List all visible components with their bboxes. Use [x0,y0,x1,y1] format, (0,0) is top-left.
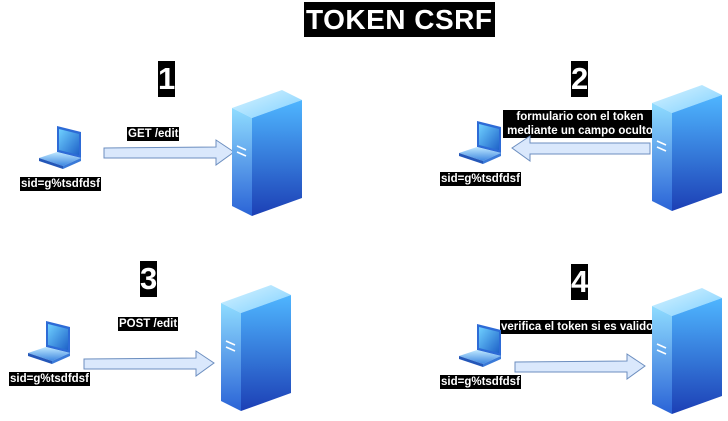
response-arrow [510,134,652,164]
laptop-icon [28,319,72,365]
request-arrow [83,349,216,379]
step-2-number: 2 [571,61,589,97]
step-1-message: GET /edit [127,127,180,141]
step-2-message: formulario con el token mediante un camp… [503,110,657,138]
step-3-number: 3 [140,261,158,297]
step-3-message: POST /edit [118,317,179,331]
server-icon [650,83,724,213]
step-1-session: sid=g%tsdfdsf [20,177,101,191]
step-4-session: sid=g%tsdfdsf [440,375,521,389]
laptop-icon [459,119,503,165]
page-title: TOKEN CSRF [304,2,495,37]
step-3-session: sid=g%tsdfdsf [9,372,90,386]
step-4-message: verifica el token si es valido [500,320,655,334]
server-icon [230,88,304,218]
server-icon [650,286,724,416]
step-2-message-line-1: formulario con el token [516,111,644,123]
laptop-icon [459,322,503,368]
step-2-message-line-2: mediante un campo oculto [507,125,653,137]
laptop-icon [39,124,83,170]
request-arrow [103,138,236,168]
request-arrow [514,352,647,382]
step-4-number: 4 [571,264,589,300]
step-2-session: sid=g%tsdfdsf [440,172,521,186]
server-icon [219,283,293,413]
step-1-number: 1 [158,61,176,97]
